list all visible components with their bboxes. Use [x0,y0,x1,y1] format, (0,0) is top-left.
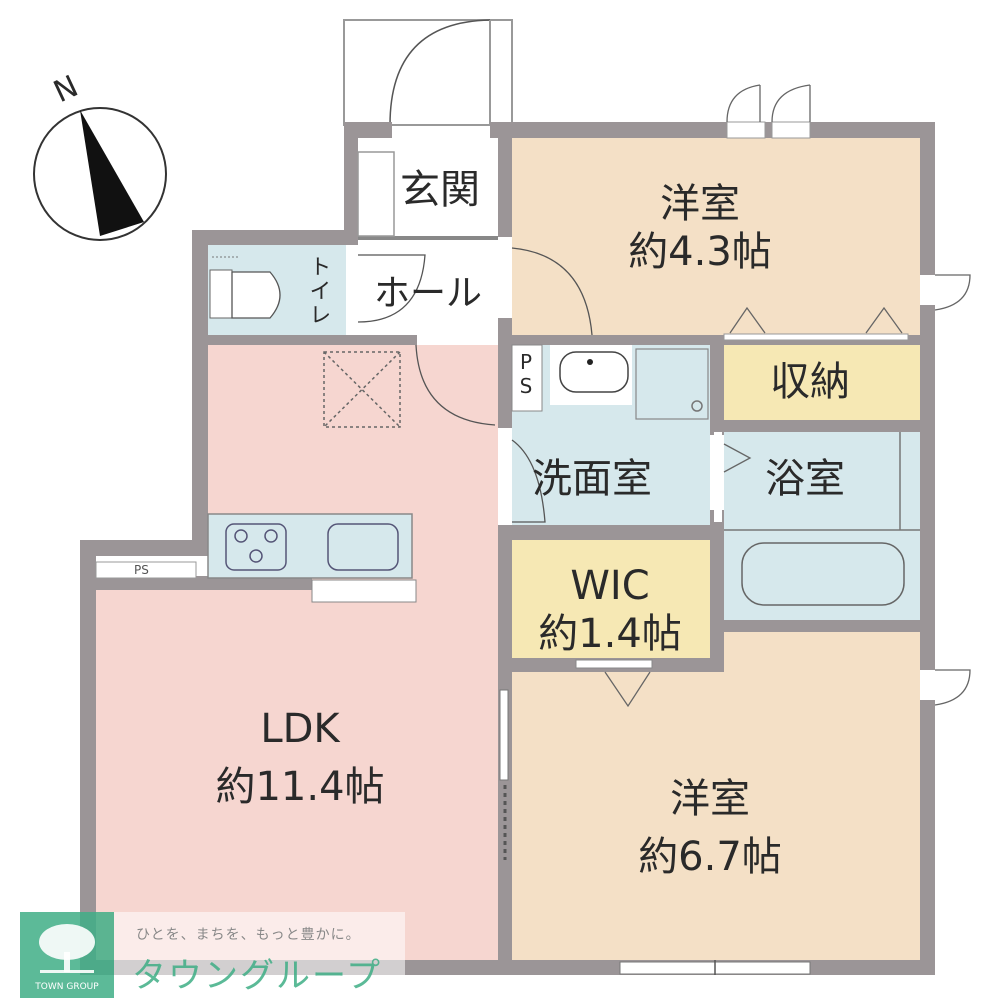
bathtub-icon [741,542,905,606]
logo-tagline: ひとを、まちを、もっと豊かに。 [136,927,361,943]
toilet-fixture [209,256,281,319]
room-label-hall: ホール [374,273,483,314]
room-western-1 [512,138,920,335]
logo-badge: TOWN GROUP [20,912,114,998]
room-western-2 [512,632,920,960]
room-ldk [96,345,498,960]
room-hall [358,245,498,335]
room-label-ps-wash: PS [514,350,538,398]
walls [80,122,935,975]
ps-wash-text: PS [514,350,538,398]
room-label-washroom: 洗面室 [532,456,652,502]
north-arrow-icon [80,110,144,236]
logo-panel: ひとを、まちを、もっと豊かに。 タウングループ [114,912,405,998]
bathroom-fixtures [724,432,920,606]
door-swings [357,247,593,523]
tree-icon [39,924,95,973]
room-label-bathroom: 浴室 [765,456,845,502]
room-label-entrance: 玄関 [400,167,480,213]
western-2-size: 約6.7帖 [638,834,782,880]
ceiling-hatch-icon [323,351,401,428]
ps-box-kitchen [95,561,197,579]
room-bathroom [724,432,920,620]
washroom-fixtures [511,344,709,420]
room-label-storage: 収納 [770,359,850,405]
western-1-size: 約4.3帖 [628,229,772,275]
ldk-name: LDK [260,706,340,752]
logo-badge-text: TOWN GROUP [35,982,99,992]
shoe-box [357,151,395,237]
western-2-name: 洋室 [670,776,750,822]
room-storage [724,345,920,420]
stove-icon [225,523,287,571]
room-wic [512,540,710,658]
compass [33,107,167,241]
windows [498,84,971,975]
room-label-ps-kitchen: PS [134,563,149,577]
ldk-size: 約11.4帖 [215,764,385,810]
room-label-ldk: LDK 約11.4帖 [180,705,420,811]
wic-size: 約1.4帖 [538,611,682,657]
basin-icon [559,351,629,393]
wic-name: WIC [570,563,650,609]
room-label-toilet: トイレ [305,255,331,327]
room-label-western-1: 洋室 約4.3帖 [580,180,820,276]
room-label-wic: WIC 約1.4帖 [520,562,700,658]
logo-name: タウングループ [132,956,382,996]
western-1-name: 洋室 [660,181,740,227]
kitchen-counter [207,513,417,603]
room-label-western-2: 洋室 約6.7帖 [590,775,830,881]
sink-icon [327,523,399,571]
company-logo: TOWN GROUP ひとを、まちを、もっと豊かに。 タウングループ [20,912,405,998]
